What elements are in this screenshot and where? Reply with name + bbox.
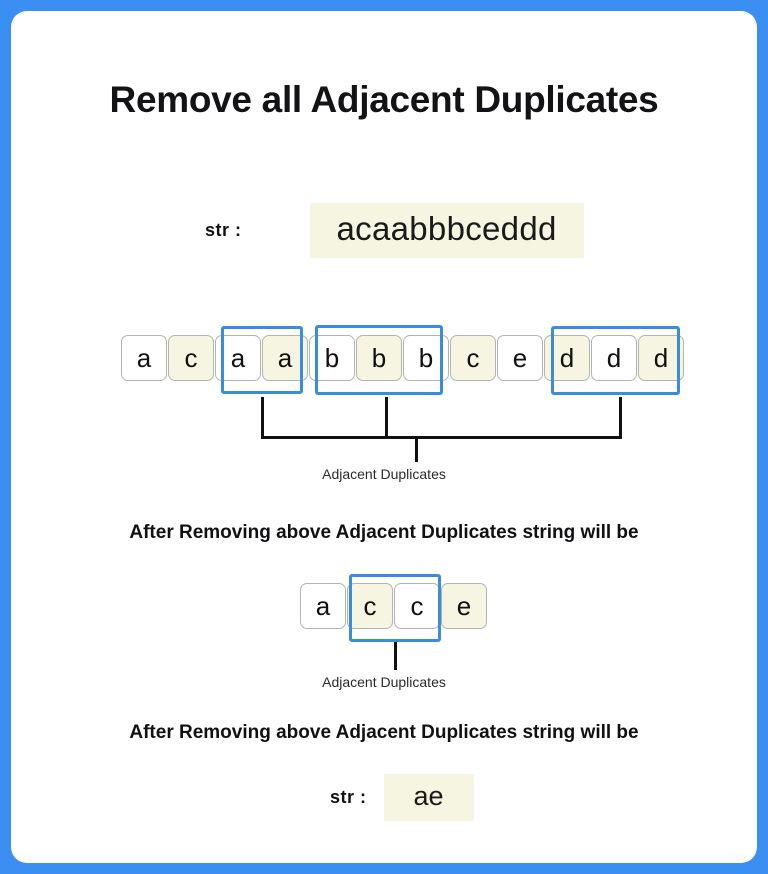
char-cell: a xyxy=(300,583,346,629)
bracket-stem xyxy=(415,436,418,462)
caption-adjacent-duplicates-original: Adjacent Duplicates xyxy=(322,466,446,482)
sentence-after-removing-second: After Removing above Adjacent Duplicates… xyxy=(129,722,639,743)
char-strip-original: a c a a b b b c e d d d xyxy=(121,335,685,381)
char-strip-intermediate: a c c e xyxy=(300,583,488,629)
bracket-leg-aa xyxy=(261,397,264,439)
char-cell: b xyxy=(309,335,355,381)
page-title: Remove all Adjacent Duplicates xyxy=(109,79,659,120)
diagram-card: Remove all Adjacent Duplicates str : aca… xyxy=(11,11,757,863)
char-cell: e xyxy=(497,335,543,381)
char-cell: e xyxy=(441,583,487,629)
char-cell: d xyxy=(638,335,684,381)
caption-adjacent-duplicates-intermediate: Adjacent Duplicates xyxy=(322,674,446,690)
char-cell: b xyxy=(403,335,449,381)
char-cell: d xyxy=(591,335,637,381)
output-string-row: str : ae xyxy=(330,774,474,821)
char-cell: c xyxy=(394,583,440,629)
output-string-value: ae xyxy=(383,774,474,821)
bracket-leg-bbb xyxy=(385,397,388,439)
input-string-value: acaabbbceddd xyxy=(309,203,584,258)
char-cell: d xyxy=(544,335,590,381)
input-string-row: str : acaabbbceddd xyxy=(205,203,584,258)
char-cell: a xyxy=(262,335,308,381)
char-cell: c xyxy=(450,335,496,381)
char-cell: a xyxy=(121,335,167,381)
char-cell: b xyxy=(356,335,402,381)
char-cell: c xyxy=(347,583,393,629)
input-string-label: str : xyxy=(205,220,242,240)
bracket-crossbar xyxy=(261,436,622,439)
sentence-after-removing-first: After Removing above Adjacent Duplicates… xyxy=(129,522,639,543)
bracket-leg-ddd xyxy=(619,397,622,439)
char-cell: a xyxy=(215,335,261,381)
bracket-stem xyxy=(394,642,397,670)
output-string-label: str : xyxy=(330,787,367,807)
char-cell: c xyxy=(168,335,214,381)
